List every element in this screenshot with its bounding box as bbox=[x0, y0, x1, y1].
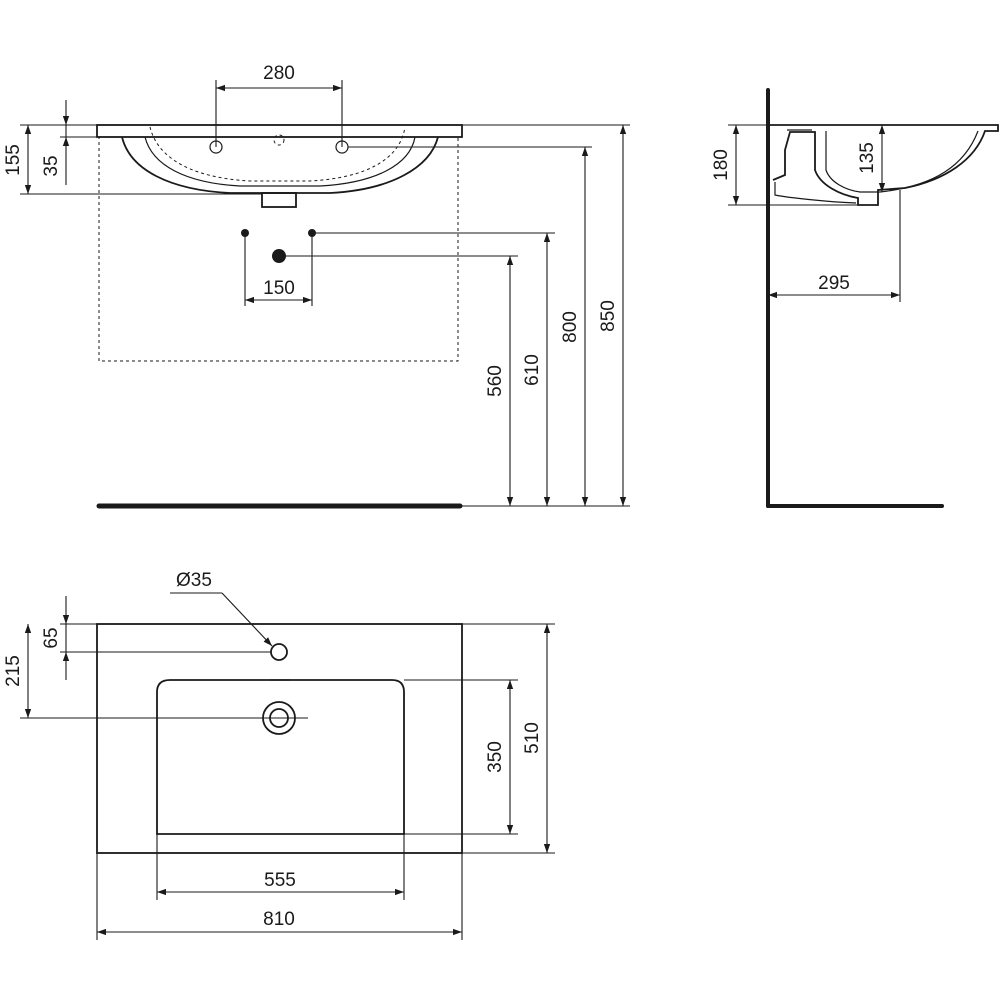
dim-350-label: 350 bbox=[485, 741, 506, 773]
front-basin-inner bbox=[149, 126, 406, 182]
front-waste-outlet bbox=[261, 192, 297, 208]
dim-135-label: 135 bbox=[857, 142, 878, 174]
dim-555-label: 555 bbox=[264, 870, 296, 891]
side-basin-lower bbox=[774, 182, 857, 204]
dim-295-label: 295 bbox=[818, 273, 850, 294]
side-basin-inner bbox=[825, 130, 979, 193]
dim-810-label: 810 bbox=[263, 909, 295, 930]
front-view: 280 155 35 150 560 610 800 850 bbox=[3, 63, 630, 509]
plan-tap-hole bbox=[270, 643, 288, 661]
dim-280-label: 280 bbox=[263, 63, 295, 84]
dim-180-label: 180 bbox=[711, 149, 732, 181]
plan-bowl bbox=[156, 679, 405, 835]
dim-560-label: 560 bbox=[485, 365, 506, 397]
dim-dia35-leader bbox=[221, 592, 273, 647]
dim-150-label: 150 bbox=[263, 278, 295, 299]
side-basin-profile bbox=[770, 124, 999, 206]
dim-dia35-label: Ø35 bbox=[176, 570, 212, 591]
cabinet-outline bbox=[98, 136, 459, 362]
dim-850-label: 850 bbox=[598, 300, 619, 332]
plan-view: Ø35 65 215 350 510 555 810 bbox=[3, 570, 555, 940]
side-view: 180 135 295 bbox=[711, 88, 999, 508]
plan-slab bbox=[96, 623, 463, 854]
dim-800-label: 800 bbox=[560, 311, 581, 343]
dim-35-label: 35 bbox=[41, 155, 62, 176]
dim-65-label: 65 bbox=[41, 627, 62, 648]
front-basin-mid bbox=[144, 136, 416, 187]
dim-215-label: 215 bbox=[3, 655, 24, 687]
dim-610-label: 610 bbox=[522, 354, 543, 386]
front-slab bbox=[96, 124, 463, 138]
tap-hole-center bbox=[273, 134, 285, 146]
dim-510-label: 510 bbox=[522, 722, 543, 754]
dim-155-label: 155 bbox=[3, 144, 24, 176]
